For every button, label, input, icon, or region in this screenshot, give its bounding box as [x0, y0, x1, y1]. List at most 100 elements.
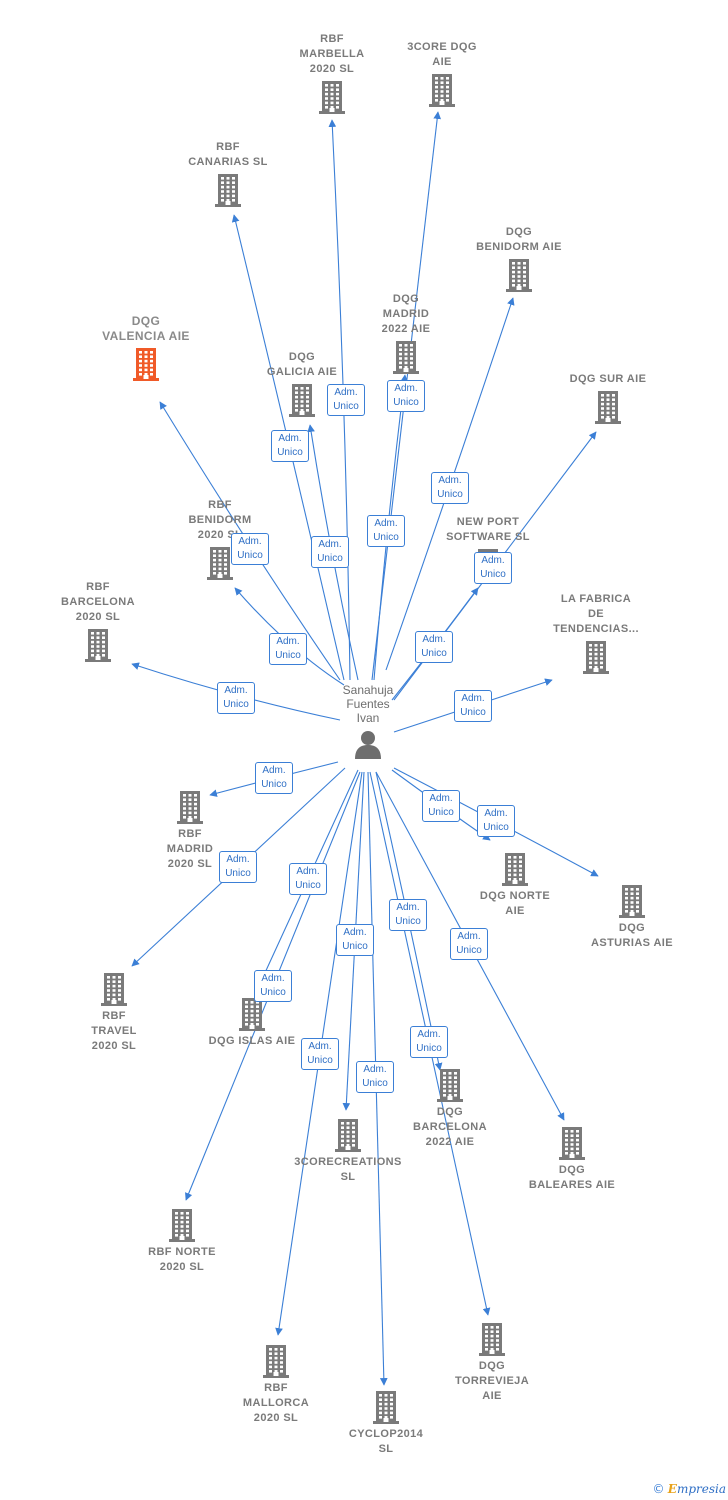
company-node-rbf-norte-2020[interactable]: RBF NORTE 2020 SL	[122, 1208, 242, 1275]
company-node-3core-dqg[interactable]: 3CORE DQG AIE	[382, 40, 502, 107]
edge-role-label: Adm. Unico	[271, 430, 309, 462]
edge-role-label: Adm. Unico	[431, 472, 469, 504]
footer-brand[interactable]: © Empresia	[652, 1482, 726, 1496]
building-icon	[215, 174, 241, 207]
company-node-dqg-valencia[interactable]: DQG VALENCIA AIE	[86, 314, 206, 381]
building-icon	[335, 1119, 361, 1152]
edge-role-label: Adm. Unico	[422, 790, 460, 822]
company-node-dqg-islas[interactable]: DQG ISLAS AIE	[192, 997, 312, 1049]
company-label: RBF BARCELONA 2020 SL	[61, 581, 135, 623]
company-node-rbf-canarias[interactable]: RBF CANARIAS SL	[168, 140, 288, 207]
company-node-dqg-asturias[interactable]: DQG ASTURIAS AIE	[572, 884, 692, 951]
edge-role-label: Adm. Unico	[254, 970, 292, 1002]
company-label: DQG ISLAS AIE	[208, 1035, 296, 1047]
edge-role-label: Adm. Unico	[327, 384, 365, 416]
company-node-dqg-benidorm[interactable]: DQG BENIDORM AIE	[459, 225, 579, 292]
company-label: DQG BENIDORM AIE	[476, 226, 562, 253]
edge-role-label: Adm. Unico	[389, 899, 427, 931]
edge-role-label: Adm. Unico	[387, 380, 425, 412]
edge-role-label: Adm. Unico	[356, 1061, 394, 1093]
building-icon	[169, 1209, 195, 1242]
company-node-cyclop2014[interactable]: CYCLOP2014 SL	[326, 1390, 446, 1457]
building-icon	[506, 259, 532, 292]
building-icon	[207, 547, 233, 580]
company-node-dqg-galicia[interactable]: DQG GALICIA AIE	[242, 350, 362, 417]
edge-role-label: Adm. Unico	[219, 851, 257, 883]
edge-role-label: Adm. Unico	[217, 682, 255, 714]
building-icon	[263, 1345, 289, 1378]
company-label: DQG BARCELONA 2022 AIE	[413, 1106, 487, 1148]
building-icon	[133, 348, 159, 381]
company-node-3corecreations[interactable]: 3CORECREATIONS SL	[288, 1118, 408, 1185]
company-node-rbf-benidorm-2020[interactable]: RBF BENIDORM 2020 SL	[160, 498, 280, 580]
brand-name: mpresia	[676, 1482, 726, 1496]
company-node-dqg-barcelona-2022[interactable]: DQG BARCELONA 2022 AIE	[390, 1068, 510, 1150]
company-label: 3CORECREATIONS SL	[294, 1156, 402, 1183]
company-node-dqg-norte[interactable]: DQG NORTE AIE	[455, 852, 575, 919]
building-icon	[583, 641, 609, 674]
building-icon	[479, 1323, 505, 1356]
building-icon	[595, 391, 621, 424]
company-node-dqg-madrid-2022[interactable]: DQG MADRID 2022 AIE	[346, 292, 466, 374]
company-label: RBF MADRID 2020 SL	[166, 828, 214, 870]
company-node-dqg-sur[interactable]: DQG SUR AIE	[548, 372, 668, 424]
person-icon	[355, 731, 381, 759]
building-icon	[85, 629, 111, 662]
company-label: DQG VALENCIA AIE	[102, 314, 190, 343]
edge-role-label: Adm. Unico	[289, 863, 327, 895]
company-node-dqg-torrevieja[interactable]: DQG TORREVIEJA AIE	[432, 1322, 552, 1404]
company-label: 3CORE DQG AIE	[407, 41, 477, 68]
company-label: CYCLOP2014 SL	[348, 1428, 424, 1455]
company-label: DQG SUR AIE	[569, 373, 647, 385]
building-icon	[619, 885, 645, 918]
company-node-rbf-marbella-2020[interactable]: RBF MARBELLA 2020 SL	[272, 32, 392, 114]
building-icon	[239, 998, 265, 1031]
building-icon	[289, 384, 315, 417]
building-icon	[437, 1069, 463, 1102]
company-label: LA FABRICA DE TENDENCIAS...	[553, 593, 639, 635]
edge-role-label: Adm. Unico	[410, 1026, 448, 1058]
company-label: RBF TRAVEL 2020 SL	[91, 1010, 137, 1052]
company-node-la-fabrica[interactable]: LA FABRICA DE TENDENCIAS...	[536, 592, 656, 674]
center-person-label: Sanahuja Fuentes Ivan	[342, 683, 394, 725]
company-node-rbf-mallorca-2020[interactable]: RBF MALLORCA 2020 SL	[216, 1344, 336, 1426]
company-label: RBF MARBELLA 2020 SL	[299, 33, 365, 75]
edge-role-label: Adm. Unico	[255, 762, 293, 794]
edge-role-label: Adm. Unico	[474, 552, 512, 584]
building-icon	[373, 1391, 399, 1424]
building-icon	[393, 341, 419, 374]
building-icon	[319, 81, 345, 114]
edge-role-label: Adm. Unico	[415, 631, 453, 663]
company-label: DQG MADRID 2022 AIE	[381, 293, 431, 335]
brand-initial: E	[667, 1482, 677, 1496]
company-label: RBF CANARIAS SL	[188, 141, 268, 168]
edge-role-label: Adm. Unico	[450, 928, 488, 960]
center-person-node[interactable]: Sanahuja Fuentes Ivan	[323, 683, 413, 759]
edge-role-label: Adm. Unico	[231, 533, 269, 565]
company-node-rbf-barcelona-2020[interactable]: RBF BARCELONA 2020 SL	[38, 580, 158, 662]
edge-role-label: Adm. Unico	[311, 536, 349, 568]
edge-role-label: Adm. Unico	[301, 1038, 339, 1070]
copyright-symbol: ©	[652, 1482, 665, 1496]
edge-role-label: Adm. Unico	[367, 515, 405, 547]
edge-role-label: Adm. Unico	[336, 924, 374, 956]
edge-role-label: Adm. Unico	[269, 633, 307, 665]
company-label: DQG ASTURIAS AIE	[590, 922, 673, 949]
company-node-rbf-madrid-2020[interactable]: RBF MADRID 2020 SL	[130, 790, 250, 872]
brand-logo: Empresia	[668, 1482, 726, 1496]
building-icon	[559, 1127, 585, 1160]
company-label: DQG TORREVIEJA AIE	[454, 1360, 530, 1402]
company-node-rbf-travel-2020[interactable]: RBF TRAVEL 2020 SL	[54, 972, 174, 1054]
company-label: RBF MALLORCA 2020 SL	[242, 1382, 310, 1424]
building-icon	[177, 791, 203, 824]
company-label: DQG BALEARES AIE	[528, 1164, 616, 1191]
company-label: DQG NORTE AIE	[479, 890, 551, 917]
building-icon	[429, 74, 455, 107]
company-label: DQG GALICIA AIE	[266, 351, 338, 378]
edge-role-label: Adm. Unico	[454, 690, 492, 722]
building-icon	[101, 973, 127, 1006]
company-node-dqg-baleares[interactable]: DQG BALEARES AIE	[512, 1126, 632, 1193]
building-icon	[502, 853, 528, 886]
edge-role-label: Adm. Unico	[477, 805, 515, 837]
